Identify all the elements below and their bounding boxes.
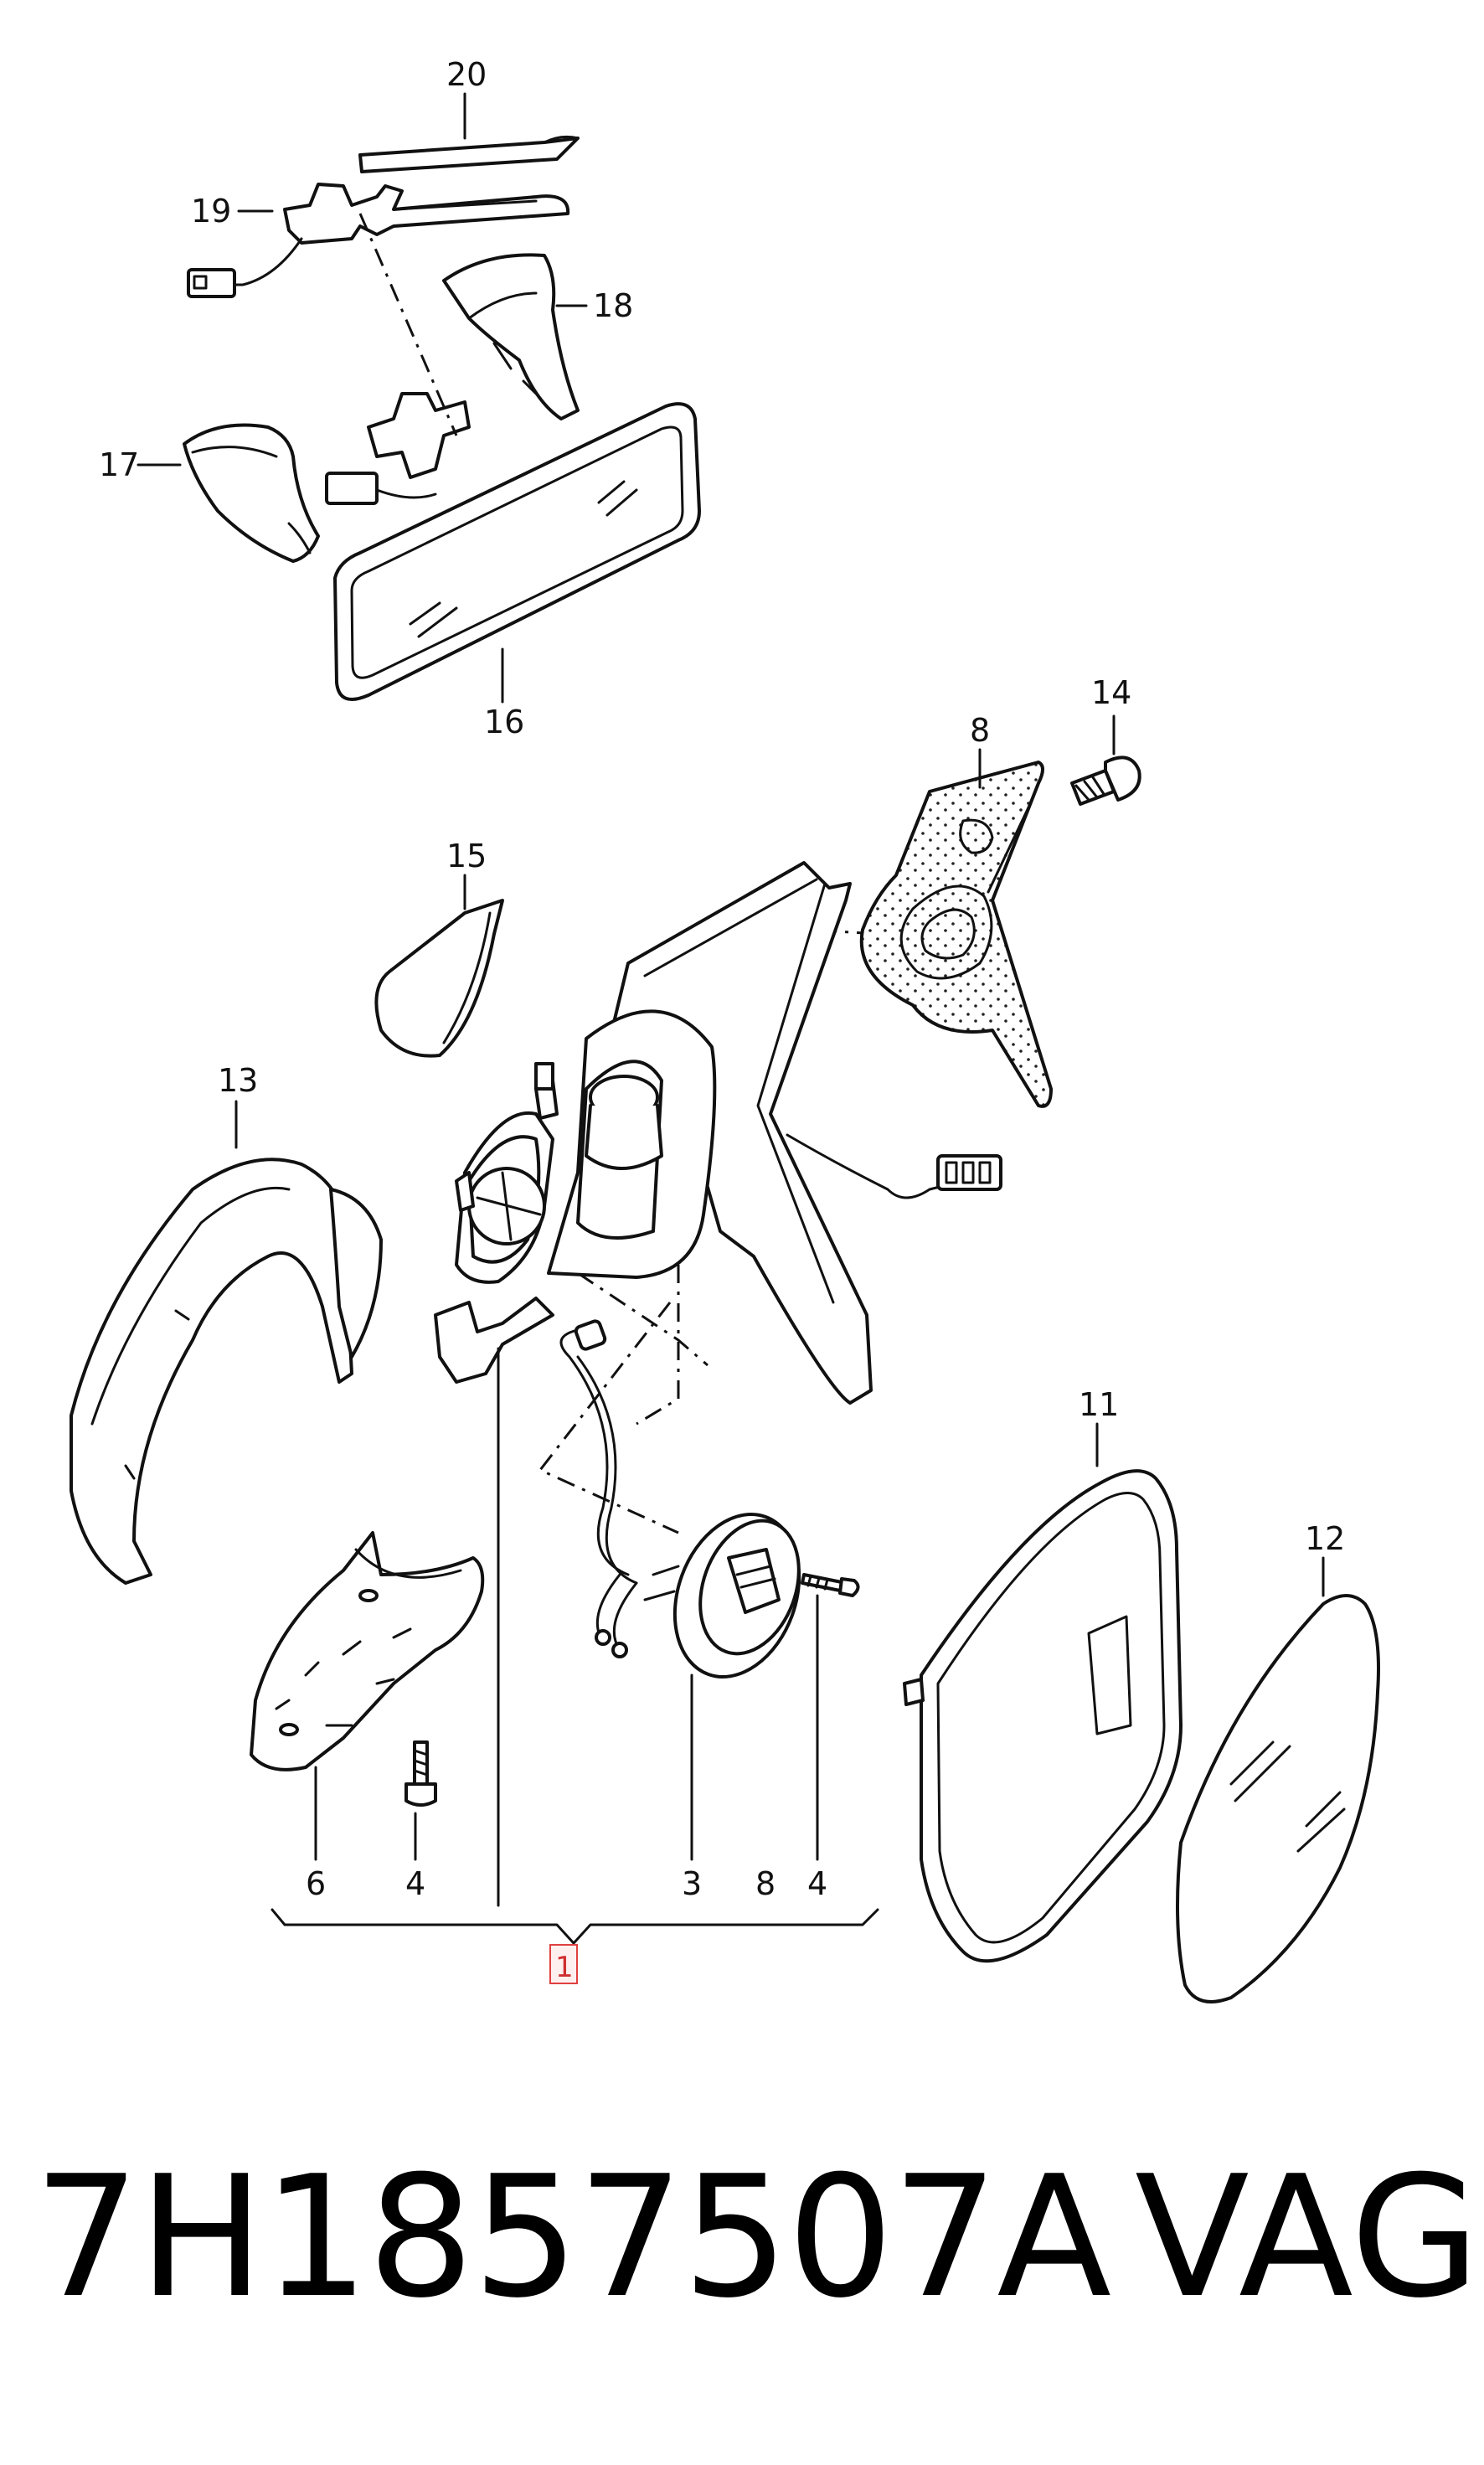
part-6-inner-cover	[250, 1531, 485, 1771]
callout-4-right: 4	[807, 1865, 827, 1902]
part-13-outer-cap	[70, 1158, 383, 1585]
part-16-interior-mirror	[333, 402, 701, 701]
part-19-bracket	[187, 183, 570, 298]
screw-right	[801, 1573, 860, 1597]
callout-11: 11	[1079, 1386, 1119, 1423]
callout-17: 17	[99, 446, 139, 483]
callout-15: 15	[446, 838, 487, 874]
callout-16: 16	[484, 704, 524, 740]
part-15-small-cover	[374, 899, 504, 1058]
part-12-mirror-glass	[1176, 1594, 1380, 2003]
callout-18: 18	[593, 287, 633, 324]
callout-12: 12	[1305, 1520, 1345, 1557]
callout-3: 3	[682, 1865, 702, 1902]
callout-19: 19	[191, 193, 231, 229]
motor-cable	[559, 1319, 638, 1658]
callout-1-highlight	[549, 1944, 578, 1984]
part-20-cover-strip	[358, 135, 580, 173]
callout-6: 6	[306, 1865, 326, 1902]
base-cable-connector	[786, 1133, 1002, 1199]
leader-lines	[137, 92, 1325, 1907]
group-bracket	[271, 1908, 879, 1945]
callout-1: 1	[555, 1951, 574, 1984]
callout-labels: 20 19 18 17 16 14 8 15 13 11 12 6 4 3 8 …	[99, 56, 1345, 1984]
screw-left	[404, 1740, 437, 1807]
callout-8: 8	[970, 712, 990, 749]
part-3-motor	[643, 1513, 801, 1679]
callout-20: 20	[446, 56, 487, 93]
part-8-gasket	[859, 761, 1053, 1108]
callout-14: 14	[1091, 674, 1131, 711]
callout-8-bottom: 8	[755, 1865, 775, 1902]
mirror-base-assembly	[434, 861, 873, 1405]
part-number-title: 7H1857507A	[33, 2140, 1111, 2335]
part-17-trim-left	[183, 423, 320, 563]
callout-4-left: 4	[405, 1865, 425, 1902]
brand-label: VAG	[1135, 2140, 1481, 2335]
mirror-connector	[325, 392, 471, 505]
callout-13: 13	[218, 1062, 258, 1099]
part-14-bolt	[1070, 755, 1141, 806]
part-11-mirror-frame	[903, 1469, 1183, 1963]
part-18-trim-right	[442, 253, 580, 420]
